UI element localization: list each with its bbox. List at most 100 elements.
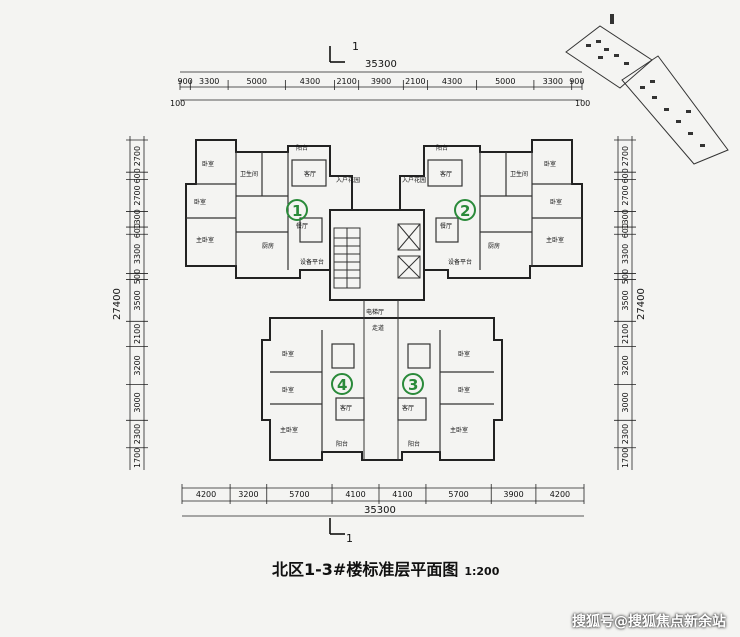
dimension-value: 5700 — [289, 490, 309, 499]
dimension-value: 1700 — [133, 448, 142, 468]
room-label: 客厅 — [340, 404, 352, 412]
unit-2-partitions — [427, 152, 582, 270]
dimension-value: 5700 — [448, 490, 468, 499]
stair-core — [333, 223, 421, 460]
room-label: 电梯厅 — [366, 308, 384, 316]
svg-text:1: 1 — [292, 202, 302, 220]
room-label: 客厅 — [440, 170, 452, 178]
room-label: 卧室 — [458, 350, 470, 358]
dimension-value: 1300 — [133, 209, 142, 229]
dimension-value: 600 — [133, 223, 142, 238]
drawing-scale: 1:200 — [464, 565, 500, 578]
room-label: 阳台 — [296, 144, 308, 152]
room-label: 阳台 — [336, 440, 348, 448]
dimension-value: 4100 — [392, 490, 412, 499]
right-dimension-values: 2700600270013006003300500350021003200300… — [614, 139, 636, 468]
dimension-value: 2100 — [133, 324, 142, 344]
room-label: 客厅 — [402, 404, 414, 412]
room-label: 主卧室 — [280, 426, 298, 434]
room-label: 卫生间 — [510, 170, 528, 178]
section-mark-top — [329, 46, 345, 63]
dimension-value: 2300 — [621, 424, 630, 444]
dimension-value: 2100 — [336, 77, 356, 86]
dimension-value: 600 — [133, 168, 142, 183]
room-label: 卫生间 — [240, 170, 258, 178]
room-label: 卧室 — [458, 386, 470, 394]
dimension-value: 3300 — [199, 77, 219, 86]
unit-marker-1: 1 — [286, 199, 308, 221]
unit-marker-3: 3 — [402, 373, 424, 395]
section-mark-bottom — [329, 518, 345, 535]
dimension-value: 4200 — [196, 490, 216, 499]
dimension-value: 4100 — [345, 490, 365, 499]
dimension-value: 3500 — [621, 290, 630, 310]
site-key-plan — [565, 14, 729, 165]
dimension-value: 1700 — [621, 448, 630, 468]
overall-width-top: 35300 — [365, 59, 397, 70]
room-label: 卧室 — [194, 198, 206, 206]
room-labels: 卧室 卧室 主卧室 卫生间 厨房 客厅 餐厅 入户花园 阳台 设备平台 卧室 卧… — [194, 144, 564, 448]
room-label: 入户花园 — [402, 176, 426, 184]
room-label: 卧室 — [282, 386, 294, 394]
room-label: 入户花园 — [336, 176, 360, 184]
dimension-value: 3900 — [503, 490, 523, 499]
dimension-value: 2700 — [133, 185, 142, 205]
dimension-value: 2700 — [621, 146, 630, 166]
left-dimension-chain — [129, 136, 145, 470]
dimension-value: 500 — [133, 269, 142, 284]
room-label: 卧室 — [550, 198, 562, 206]
dimension-value: 3300 — [621, 244, 630, 264]
dimension-value: 4200 — [550, 490, 570, 499]
unit-marker-2: 2 — [454, 199, 476, 221]
room-label: 主卧室 — [450, 426, 468, 434]
room-label: 走道 — [372, 324, 384, 332]
lower-partitions — [270, 330, 494, 452]
dimension-value: 2700 — [621, 185, 630, 205]
room-label: 卧室 — [202, 160, 214, 168]
left-dimension-values: 2700600270013006003300500350021003200300… — [126, 139, 148, 468]
dimension-value: 5000 — [495, 77, 515, 86]
room-label: 设备平台 — [300, 258, 324, 266]
dimension-value: 3200 — [133, 355, 142, 375]
dimension-value: 3000 — [621, 392, 630, 412]
dimension-value: 2100 — [621, 324, 630, 344]
room-label: 阳台 — [408, 440, 420, 448]
dimension-value: 3300 — [133, 244, 142, 264]
room-label: 设备平台 — [448, 258, 472, 266]
room-label: 餐厅 — [440, 222, 452, 230]
room-label: 阳台 — [436, 144, 448, 152]
svg-text:4: 4 — [337, 376, 347, 394]
overall-depth-left: 27400 — [112, 288, 123, 320]
dimension-value: 2300 — [133, 424, 142, 444]
dimension-value: 5000 — [247, 77, 267, 86]
extent-label-right: 100 — [575, 99, 590, 108]
dimension-value: 3900 — [371, 77, 391, 86]
unit-marker-4: 4 — [331, 373, 353, 395]
room-label: 客厅 — [304, 170, 316, 178]
room-label: 主卧室 — [546, 236, 564, 244]
dimension-value: 3200 — [238, 490, 258, 499]
dimension-value: 3300 — [543, 77, 563, 86]
overall-depth-right: 27400 — [636, 288, 647, 320]
dimension-value: 4300 — [442, 77, 462, 86]
room-label: 厨房 — [262, 242, 274, 250]
svg-text:2: 2 — [460, 202, 470, 220]
section-label-bottom: 1 — [346, 532, 353, 545]
room-label: 餐厅 — [296, 222, 308, 230]
dimension-value: 1300 — [621, 209, 630, 229]
building-walls — [185, 139, 583, 461]
room-label: 卧室 — [282, 350, 294, 358]
bottom-dimension-values: 4200 3200 5700 4100 4100 5700 3900 4200 — [181, 484, 585, 504]
room-label: 主卧室 — [196, 236, 214, 244]
room-label: 卧室 — [544, 160, 556, 168]
dimension-value: 600 — [621, 168, 630, 183]
dimension-value: 2700 — [133, 146, 142, 166]
overall-width-bottom: 35300 — [364, 505, 396, 516]
dimension-value: 3000 — [133, 392, 142, 412]
section-label-top: 1 — [352, 40, 359, 53]
room-label: 厨房 — [488, 242, 500, 250]
dimension-value: 900 — [569, 77, 584, 86]
